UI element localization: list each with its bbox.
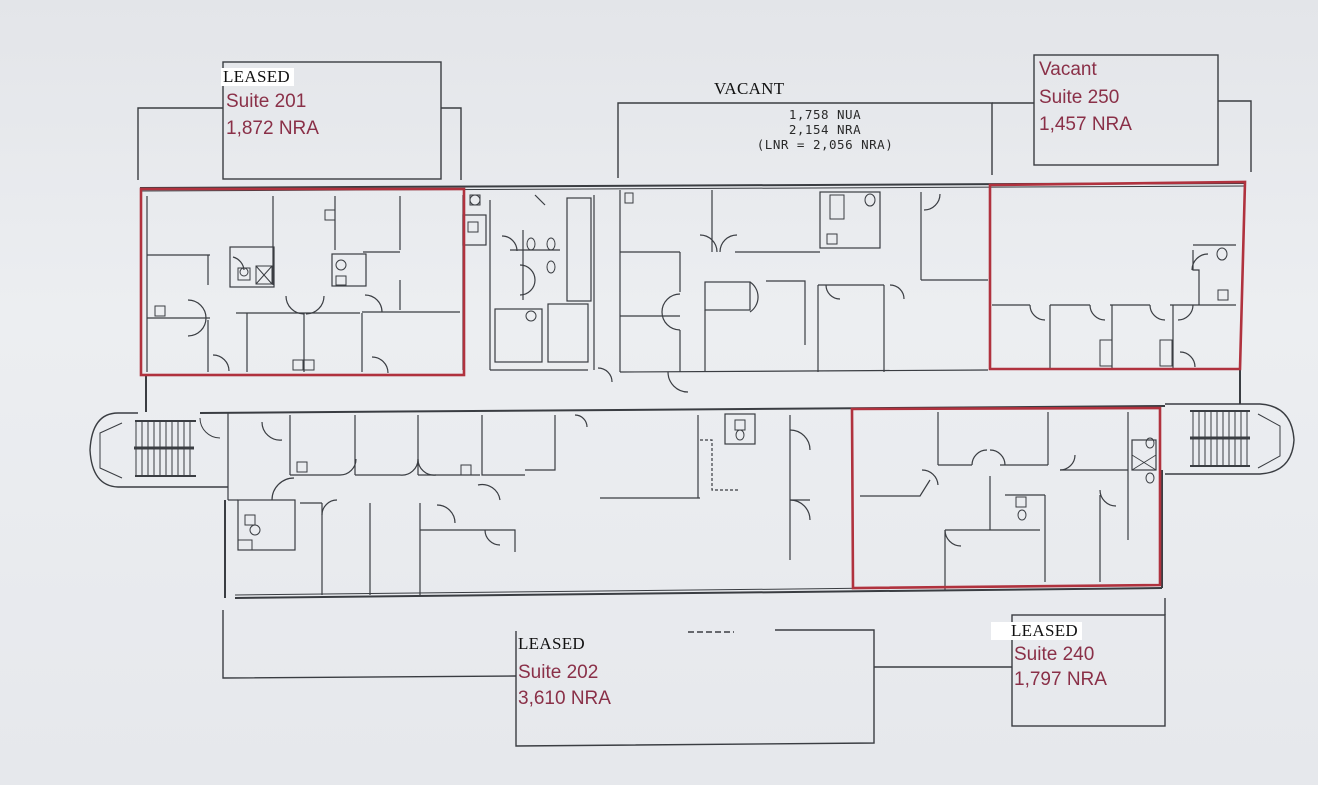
plumbing-fixtures [154,192,1229,551]
suite-201-outline [139,187,466,377]
suite-202-status: LEASED [518,634,585,653]
suite-240-interior [860,412,1157,590]
suite-240-name: Suite 240 [1014,644,1095,665]
suite-250-status: Vacant [1039,59,1097,80]
vacant-center-lnr: (LNR = 2,056 NRA) [756,137,894,152]
suite-201-name: Suite 201 [226,91,307,112]
suite-202-area: 3,610 NRA [518,688,611,709]
suite-240-outline [850,406,1162,590]
left-stairwell [89,412,228,488]
vacant-center-nua: 1,758 NUA [788,107,862,122]
suite-240-status: LEASED [991,622,1082,640]
vacant-center-interior [597,190,989,393]
suite-201-status: LEASED [221,68,294,86]
vacant-center-nra: 2,154 NRA [788,122,862,137]
suite-202-interior [227,413,811,595]
suite-202-name: Suite 202 [518,662,599,683]
suite-240-area: 1,797 NRA [1014,669,1107,690]
suite-202-label-box [515,629,875,747]
right-stairwell [1165,403,1295,475]
suite-250-label-box [1033,54,1219,166]
core-restrooms [462,194,595,371]
building-exterior [139,182,1247,599]
suite-201-label-box [222,61,442,180]
suite-201-interior [146,196,460,374]
vacant-center-status: VACANT [714,79,785,98]
suite-250-name: Suite 250 [1039,87,1120,108]
suite-250-outline [988,180,1247,371]
suite-201-area: 1,872 NRA [226,118,319,139]
suite-240-label-box [1011,614,1166,727]
suite-outlines [139,180,1247,590]
suite-250-area: 1,457 NRA [1039,114,1132,135]
callout-leaders [137,100,1252,679]
suite-250-interior [992,244,1236,368]
